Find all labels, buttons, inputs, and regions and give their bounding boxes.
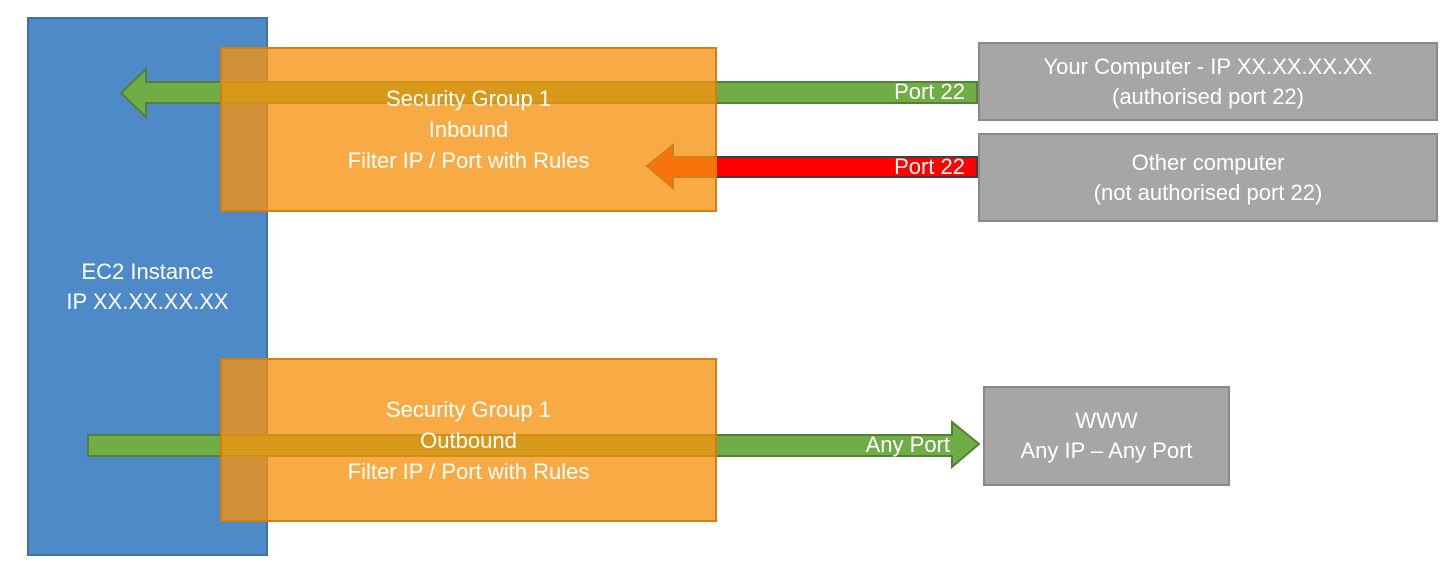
www-label: WWW (1075, 408, 1138, 433)
inbound-blocked-port-label: Port 22 (894, 154, 965, 179)
your-computer-box: Your Computer - IP XX.XX.XX.XX (authoris… (978, 42, 1438, 121)
ec2-instance-label: EC2 Instance (81, 258, 214, 284)
sg-inbound-title: Security Group 1 (385, 86, 552, 111)
sg-inbound-rule: Filter IP / Port with Rules (347, 148, 590, 173)
sg-outbound-title: Security Group 1 (385, 396, 552, 422)
sg-inbound-direction: Inbound (428, 117, 509, 142)
outbound-port-label: Any Port (865, 432, 950, 457)
sg-outbound-rule: Filter IP / Port with Rules (347, 458, 590, 484)
other-computer-label: Other computer (1131, 149, 1285, 175)
other-computer-box: Other computer (not authorised port 22) (978, 133, 1438, 222)
security-group-inbound-box: Security Group 1 Inbound Filter IP / Por… (220, 47, 717, 212)
sg-outbound-direction: Outbound (420, 427, 517, 453)
www-box: WWW Any IP – Any Port (983, 386, 1230, 486)
www-scope: Any IP – Any Port (1020, 438, 1193, 463)
ec2-instance-ip: IP XX.XX.XX.XX (66, 288, 229, 314)
inbound-allowed-port-label: Port 22 (894, 79, 965, 104)
security-group-outbound-box: Security Group 1 Outbound Filter IP / Po… (220, 358, 717, 522)
your-computer-label: Your Computer - IP XX.XX.XX.XX (1043, 53, 1373, 79)
other-computer-authorisation: (not authorised port 22) (1093, 179, 1323, 205)
your-computer-authorisation: (authorised port 22) (1112, 83, 1304, 109)
